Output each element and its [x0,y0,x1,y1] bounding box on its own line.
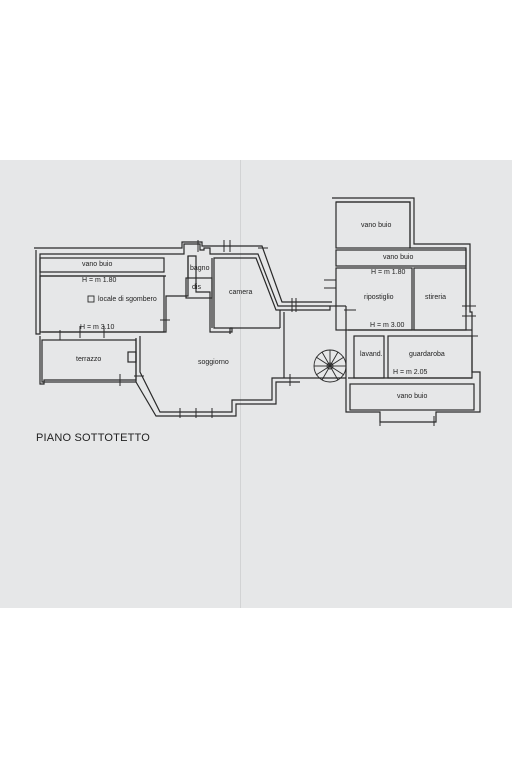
room-label-vano-buio-left: vano buio [82,261,113,268]
room-label-vano-buio-bottom-right: vano buio [397,393,428,400]
height-label-right-205: H = m 2.05 [393,369,428,376]
room-label-vano-buio-top-right: vano buio [361,222,392,229]
room-label-terrazzo: terrazzo [76,356,102,363]
room-label-vano-buio-right: vano buio [383,254,414,261]
soggiorno-outline [139,336,300,413]
height-label-left-180: H = m 1.80 [82,277,117,284]
left-outer-wall-inner [34,241,332,303]
room-label-guardaroba: guardaroba [409,351,445,358]
room-label-camera: camera [229,289,253,296]
plan-title: PIANO SOTTOTETTO [36,432,151,444]
spiral-staircase [313,349,347,383]
height-label-right-180: H = m 1.80 [371,269,406,276]
height-label-right-300: H = m 3.00 [370,322,405,329]
room-label-locale-sgombero: locale di sgombero [98,296,157,303]
left-outer-wall [35,243,331,335]
room-label-ripostiglio: ripostiglio [364,294,394,301]
soggiorno-outline-inner [135,381,300,417]
sgombero-symbol [87,295,95,303]
room-label-soggiorno: soggiorno [198,359,229,366]
vano-buio-top-right-outline [335,201,411,249]
paper-fold-line [240,160,241,608]
room-label-dis: dis [192,284,201,291]
room-label-lavand: lavand. [360,351,383,358]
right-outer-wall [332,197,481,423]
locale-sgombero-outline [39,275,165,333]
window-marks [59,240,478,426]
vano-buio-bottom-right-outline [349,383,475,411]
room-label-stireria: stireria [425,294,447,301]
vano-buio-left-outline [39,257,165,273]
drawing-sheet: vano buio H = m 1.80 locale di sgombero … [0,160,512,608]
room-label-bagno: bagno [190,265,210,272]
floor-plan [34,197,481,426]
vano-buio-right-outline [335,249,467,267]
height-label-left-310: H = m 3.10 [80,324,115,331]
